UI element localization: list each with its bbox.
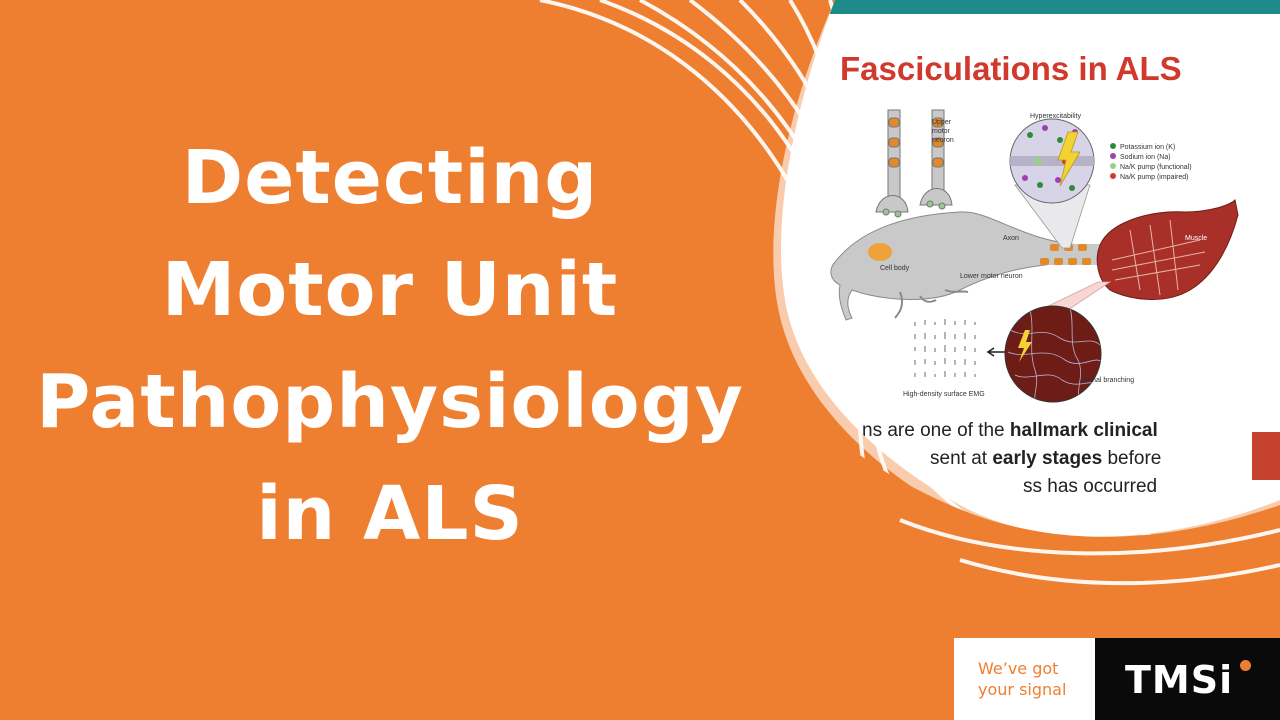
- slide-bullet-line-1: ns are one of the hallmark clinical: [862, 420, 1158, 441]
- arrow-icon: [986, 347, 1005, 357]
- swirl-lower: [899, 518, 1280, 586]
- headline-line-1: Detecting: [181, 135, 599, 221]
- legend-swatch-pump-functional: [1110, 163, 1116, 169]
- label-axonal-branching: Axonal branching: [1080, 377, 1134, 384]
- logo-text: TMSi: [1125, 658, 1234, 702]
- tmsi-logo: TMSi: [1095, 638, 1280, 720]
- headline-line-2: Motor Unit: [161, 247, 619, 333]
- upper-neuron-axons: [875, 109, 953, 218]
- label-muscle: Muscle: [1185, 235, 1207, 242]
- label-upper-motor-neuron-1: Upper: [932, 119, 952, 126]
- label-axon: Axon: [1003, 235, 1019, 242]
- logo-dot-icon: [1240, 660, 1251, 671]
- muscle-fibres: [1111, 219, 1206, 296]
- label-hyperexcitability: Hyperexcitability: [1030, 113, 1081, 120]
- axons: [990, 244, 1100, 265]
- slide-title: Fasciculations in ALS: [840, 50, 1182, 87]
- nucleus: [868, 243, 892, 261]
- legend-swatch-sodium: [1110, 153, 1116, 159]
- muscle: [1096, 198, 1239, 300]
- slide-header-bar: [781, 0, 1280, 14]
- legend-label-pump-impaired: Na/K pump (impaired): [1120, 174, 1188, 181]
- legend-swatch-potassium: [1110, 143, 1116, 149]
- slide-corner-badge: [1252, 432, 1280, 480]
- slide-bullet-line-2: sent at early stages before: [930, 448, 1161, 469]
- label-upper-motor-neuron-2: motor: [932, 128, 951, 135]
- legend-label-sodium: Sodium ion (Na): [1120, 154, 1171, 161]
- slide-bullet-line-3: ss has occurred: [1023, 476, 1157, 497]
- tagline-line-2: your signal: [978, 680, 1067, 699]
- lower-motor-neuron-body: [830, 211, 1101, 321]
- brand-tagline: We’ve got your signal: [954, 638, 1095, 720]
- brand-footer: We’ve got your signal TMSi: [954, 638, 1280, 720]
- hd-emg-grid: [914, 319, 976, 377]
- label-upper-motor-neuron-3: neuron: [932, 137, 954, 144]
- headline-line-3: Pathophysiology: [36, 359, 744, 445]
- label-hd-emg: High-density surface EMG: [903, 391, 985, 398]
- label-cell-body: Cell body: [880, 265, 910, 272]
- legend-label-potassium: Potassium ion (K): [1120, 144, 1175, 151]
- legend-label-pump-functional: Na/K pump (functional): [1120, 164, 1192, 171]
- orange-wave: [760, 345, 1280, 720]
- label-lower-motor-neuron: Lower motor neuron: [960, 273, 1023, 280]
- legend: Potassium ion (K) Sodium ion (Na) Na/K p…: [1110, 143, 1192, 181]
- headline-line-4: in ALS: [256, 471, 524, 557]
- lightning-small-icon: [1018, 330, 1032, 362]
- tagline-line-1: We’ve got: [978, 659, 1059, 678]
- headline: Detecting Motor Unit Pathophysiology in …: [0, 122, 780, 570]
- legend-swatch-pump-impaired: [1110, 173, 1116, 179]
- dendrites: [894, 289, 969, 319]
- lightning-icon: [1057, 131, 1081, 187]
